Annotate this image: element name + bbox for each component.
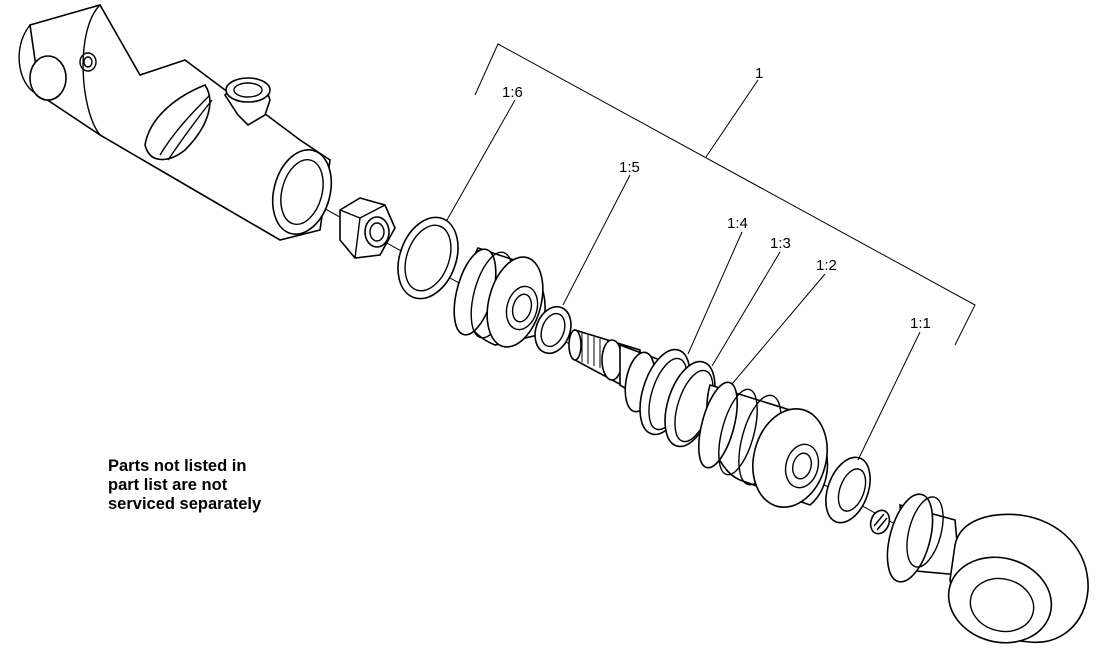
- leader-1-1: [857, 331, 921, 461]
- service-note: Parts not listed in part list are not se…: [108, 457, 261, 514]
- service-note-line: Parts not listed in: [108, 457, 247, 475]
- hex-nut: [339, 197, 396, 259]
- callout-1-1: 1:1: [910, 315, 931, 332]
- rod-end-eye: [886, 493, 1089, 644]
- assembly-bracket: [474, 43, 976, 346]
- callout-1-4: 1:4: [727, 215, 748, 232]
- leader-1-3: [711, 251, 781, 367]
- gland: [453, 247, 546, 348]
- leader-1-2: [731, 273, 826, 385]
- piston-rod: [568, 328, 661, 413]
- leader-1-4: [687, 231, 743, 355]
- callout-1-5: 1:5: [619, 159, 640, 176]
- callout-1-6: 1:6: [502, 84, 523, 101]
- o-ring-1-5: [534, 305, 572, 355]
- packing-ring-1-6: [397, 216, 459, 300]
- callout-1: 1: [755, 65, 763, 82]
- leader-lines: [446, 99, 921, 461]
- service-note-line: serviced separately: [108, 495, 262, 513]
- wiper-ring-1-1: [825, 456, 871, 524]
- retainer-clip: [869, 509, 891, 535]
- service-note-line: part list are not: [108, 476, 228, 494]
- leader-1-6: [446, 99, 516, 221]
- leader-1-5: [562, 174, 631, 306]
- callout-1-3: 1:3: [770, 235, 791, 252]
- piston-1-2: [698, 381, 829, 508]
- callout-1-2: 1:2: [816, 257, 837, 274]
- cylinder-barrel: [18, 4, 333, 241]
